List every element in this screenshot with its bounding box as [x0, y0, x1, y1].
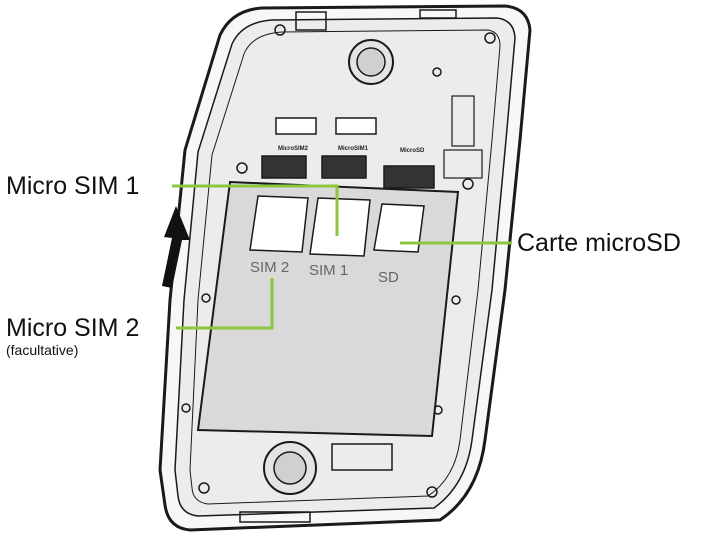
top-bracket: [295, 11, 327, 31]
sim2-connector: [275, 117, 317, 135]
sim2-contacts: [261, 155, 307, 179]
connector-label-sim2: MicroSIM2: [278, 146, 309, 152]
sim2-card: [249, 195, 309, 253]
speaker-inner: [273, 451, 307, 485]
screw: [181, 403, 191, 413]
top-details: [181, 9, 496, 498]
callout-micro-sim-1: Micro SIM 1: [6, 172, 140, 200]
connector-labels: MicroSIM2 MicroSIM1 MicroSD: [278, 146, 425, 154]
top-port: [419, 9, 457, 19]
sd-card: [373, 203, 425, 253]
leader-micro-sim-2: [176, 278, 274, 330]
side-bracket: [443, 149, 483, 179]
screw: [462, 178, 474, 190]
slot-label-sim1: SIM 1: [309, 262, 348, 279]
screw: [201, 293, 211, 303]
screw: [236, 162, 248, 174]
leader-lines: [172, 184, 512, 330]
leader-micro-sim-1: [172, 184, 339, 236]
callout-carte-microsd: Carte microSD: [517, 229, 681, 257]
callout-micro-sim-2-note: (facultative): [6, 342, 79, 358]
connector-label-sd: MicroSD: [400, 148, 425, 154]
sd-contacts: [383, 165, 435, 189]
card-slots: [249, 195, 425, 257]
screw: [198, 482, 210, 494]
slot-label-sd: SD: [378, 269, 399, 286]
callout-micro-sim-2: Micro SIM 2: [6, 314, 140, 342]
arrow-up-icon: [162, 206, 190, 288]
screw: [426, 486, 438, 498]
screw: [432, 67, 442, 77]
side-bracket: [451, 95, 475, 147]
camera-lens: [356, 47, 386, 77]
screw: [484, 32, 496, 44]
connectors: [261, 117, 435, 189]
connector-label-sim1: MicroSIM1: [338, 146, 369, 152]
screw: [274, 24, 286, 36]
slot-label-sim2: SIM 2: [250, 259, 289, 276]
sim1-card: [309, 197, 371, 257]
bottom-port: [239, 511, 311, 523]
slot-labels: SIM 2 SIM 1 SD: [250, 259, 399, 286]
screw: [451, 295, 461, 305]
sim1-contacts: [321, 155, 367, 179]
bottom-module: [331, 443, 393, 471]
bottom-details: [239, 441, 393, 523]
sim1-connector: [335, 117, 377, 135]
